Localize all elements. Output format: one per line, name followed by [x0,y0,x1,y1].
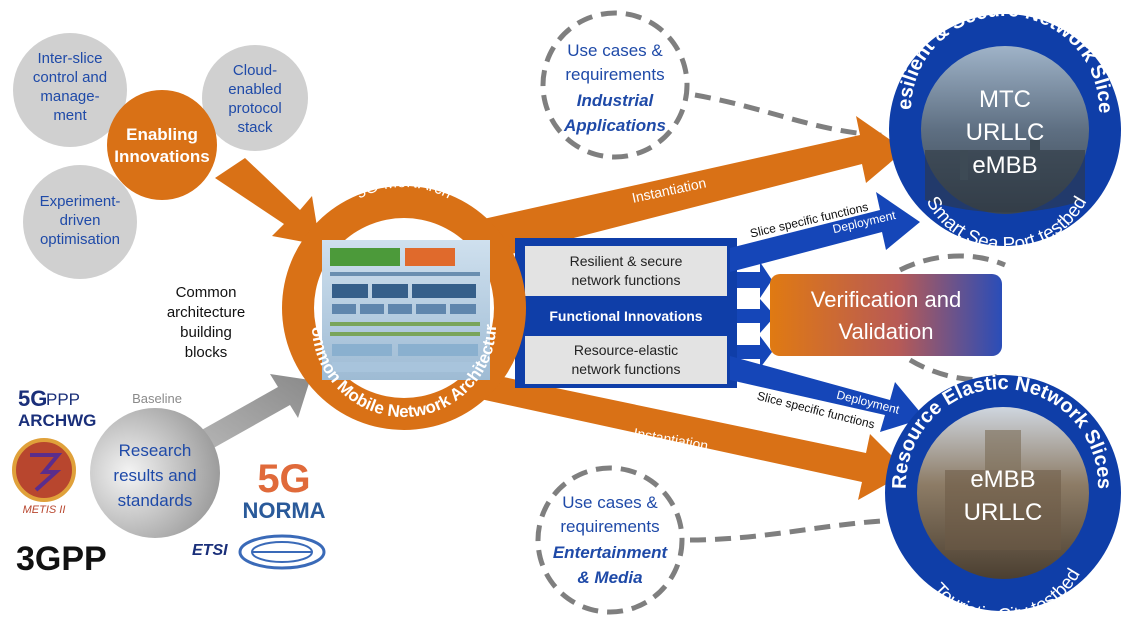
interslice-bubble [13,33,127,147]
common-line-4: blocks [185,344,228,361]
logo-etsi: ETSI [192,534,326,570]
elastic-line-2: network functions [572,361,681,377]
enabling-innovations-bubble [107,90,217,200]
cloud-line-4: stack [237,119,273,136]
archwg-text: ARCHWG [18,411,96,430]
norma-text: NORMA [242,498,325,523]
interslice-line-4: ment [53,107,87,124]
ppp-text: PPP [46,390,80,409]
industrial-line-1: Use cases & [567,41,663,60]
touristic-city-service-1: eMBB [970,466,1035,493]
experiment-bubble [23,165,137,279]
enabling-line-1: Enabling [126,125,198,144]
resilient-functions-box [525,246,727,296]
interslice-line-1: Inter-slice [37,50,102,67]
experiment-line-1: Experiment- [40,193,121,210]
research-line-3: standards [118,491,193,510]
panel-to-verification-arrows [737,262,775,368]
elastic-line-1: Resource-elastic [574,342,678,358]
logo-5g-ppp: 5G PPP ARCHWG [18,386,96,430]
common-blocks-label: Common architecture building blocks [167,284,245,361]
enabling-cluster: Inter-slice control and manage- ment Clo… [13,33,308,279]
cloud-line-2: enabled [228,81,281,98]
deployment-top-arrow: Deployment Slice specific functions [730,192,920,272]
research-bubble [90,408,220,538]
norma-mark: 5G [257,457,310,501]
research-line-2: results and [113,466,196,485]
use-cases-industrial: Use cases & requirements Industrial Appl… [540,10,690,160]
research-line-1: Research [119,441,192,460]
verification-box: Verification and Validation [770,274,1002,356]
use-cases-entertainment: Use cases & requirements Entertainment &… [535,465,685,615]
enabling-to-architecture-arrow [215,158,320,245]
sea-port-service-1: MTC [979,86,1031,113]
cloud-line-1: Cloud- [233,62,277,79]
industrial-line-2: requirements [565,65,664,84]
common-line-1: Common [176,284,237,301]
verification-line-1: Verification and [811,287,961,312]
entertainment-line-1: Use cases & [562,493,658,512]
interslice-line-3: manage- [40,88,99,105]
cloud-line-3: protocol [228,100,281,117]
logo-metis: METIS II [12,438,76,516]
resilient-line-1: Resilient & secure [570,253,683,269]
logo-5g-norma: 5G NORMA [242,457,325,523]
testbed-touristic-city: Resource Elastic Network Slices Touristi… [885,372,1121,619]
enabling-line-2: Innovations [114,147,209,166]
logo-3gpp: 3GPP [16,540,107,578]
common-line-2: architecture [167,304,245,321]
entertainment-emphasis-2: & Media [577,568,642,587]
connector-entertainment-to-city [689,517,911,543]
interslice-line-2: control and [33,69,107,86]
sea-port-service-2: URLLC [966,119,1045,146]
common-line-3: building [180,324,232,341]
functions-panel: Resilient & secure network functions Fun… [515,238,737,388]
elastic-functions-box [525,336,727,384]
connector-industrial-to-port [694,92,916,139]
experiment-line-3: optimisation [40,231,120,248]
baseline-arrow [198,374,310,450]
functional-innovations-label: Functional Innovations [549,308,702,324]
experiment-line-2: driven [60,212,101,229]
verification-line-2: Validation [839,319,934,344]
cloud-bubble [202,45,308,151]
industrial-emphasis-2: Applications [563,116,666,135]
touristic-city-service-2: URLLC [964,499,1043,526]
metis-text: METIS II [23,504,66,516]
etsi-text: ETSI [192,542,228,559]
ppp-mark: 5G [18,386,47,411]
architecture-schematic [322,240,490,380]
deployment-bottom-arrow: Deployment Slice specific functions [730,356,925,432]
baseline-label: Baseline [132,391,182,406]
threegpp-text: 3GPP [16,540,107,578]
entertainment-line-2: requirements [560,517,659,536]
connector-port-to-verification [898,253,1006,273]
sea-port-service-3: eMBB [972,152,1037,179]
industrial-emphasis-1: Industrial [577,91,655,110]
resilient-line-2: network functions [572,272,681,288]
baseline-cluster: Baseline Research results and standards [90,391,220,538]
entertainment-emphasis-1: Entertainment [553,543,669,562]
